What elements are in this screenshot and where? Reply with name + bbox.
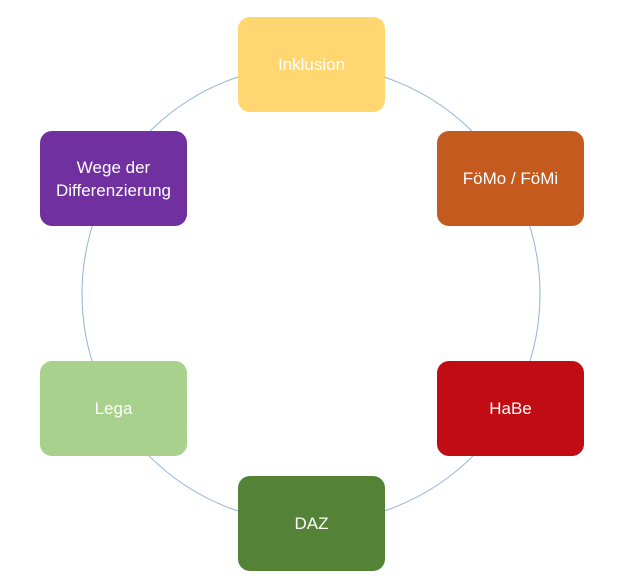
node-foemo-foemi: FöMo / FöMi	[437, 131, 584, 226]
node-label: DAZ	[294, 514, 329, 533]
node-habe: HaBe	[437, 361, 584, 456]
node-label: HaBe	[489, 399, 532, 418]
node-label: FöMo / FöMi	[462, 169, 559, 188]
node-daz: DAZ	[238, 476, 385, 571]
node-inklusion: Inklusion	[238, 17, 385, 112]
node-label: Wege der Differenzierung	[56, 157, 171, 200]
node-wege-der-differenzierung: Wege der Differenzierung	[40, 131, 187, 226]
node-label: Lega	[94, 399, 133, 418]
node-lega: Lega	[40, 361, 187, 456]
node-label: Inklusion	[277, 55, 346, 74]
